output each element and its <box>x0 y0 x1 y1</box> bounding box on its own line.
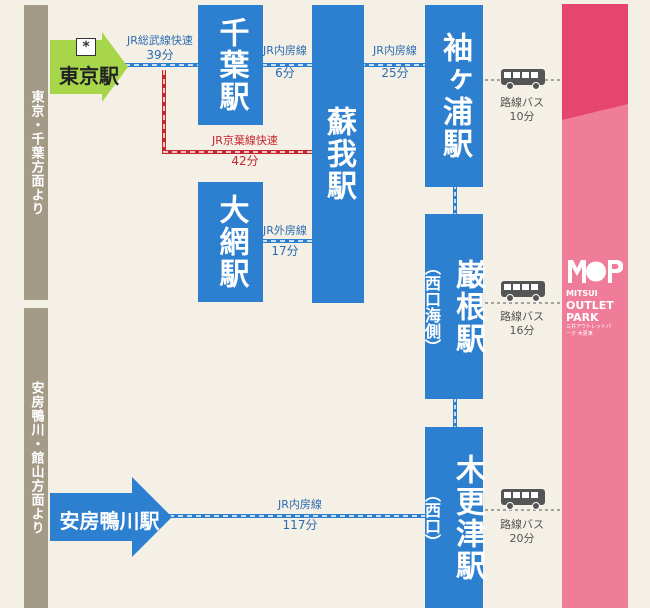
outlet-sub: 三井アウトレットパーク 木更津 <box>566 324 612 337</box>
region-tokyo-chiba: 東京・千葉方面より <box>24 5 48 300</box>
station-oami: 大網駅 <box>198 182 263 302</box>
route-label-sotobo: JR外房線 17分 <box>250 224 320 258</box>
station-ganne-note: （西口海側） <box>422 258 441 355</box>
route-label-sobu: JR総武線快速 39分 <box>110 34 210 62</box>
route-uchibo-3-time: 117分 <box>282 518 318 532</box>
station-chiba-label: 千葉駅 <box>213 17 249 113</box>
route-uchibo-1-time: 6分 <box>275 66 295 80</box>
tokyo-station-mark: * <box>76 38 96 56</box>
route-sotobo-line: JR外房線 <box>263 224 307 237</box>
station-soga: 蘇我駅 <box>312 5 364 303</box>
station-soga-label: 蘇我駅 <box>321 106 356 202</box>
awa-origin-arrow <box>50 477 172 557</box>
route-uchibo-3-line: JR内房線 <box>278 498 322 511</box>
bus-1-time: 10分 <box>509 110 535 123</box>
bus-1-line: 路線バス <box>500 96 544 109</box>
outlet-brand-2: OUTLET <box>566 299 614 312</box>
tokyo-origin-arrow <box>50 32 128 102</box>
station-kisarazu: （西口） 木更津駅 <box>422 427 485 608</box>
outlet-park-panel <box>562 4 628 608</box>
route-sotobo-time: 17分 <box>271 244 299 258</box>
mop-logo-icon <box>568 260 623 283</box>
bus-3-time: 20分 <box>509 532 535 545</box>
route-label-uchibo-2: JR内房線 25分 <box>360 44 430 80</box>
route-keiyo-line: JR京葉線快速 <box>212 134 278 147</box>
awa-kamogawa-station-name: 安房鴨川駅 <box>59 509 160 533</box>
route-label-keiyo: JR京葉線快速 42分 <box>195 134 295 168</box>
bus-label-3: 路線バス 20分 <box>492 518 552 546</box>
route-sobu-line: JR総武線快速 <box>127 34 193 47</box>
outlet-brand-1: MITSUI <box>566 289 598 298</box>
route-uchibo-2-time: 25分 <box>381 66 409 80</box>
bus-2-time: 16分 <box>509 324 535 337</box>
region-awa-kamogawa-tateyama: 安房鴨川・館山方面より <box>24 308 48 608</box>
station-sodegaura: 袖ヶ浦駅 <box>425 5 483 187</box>
bus-icon <box>501 489 545 510</box>
route-uchibo-1-line: JR内房線 <box>263 44 307 57</box>
bus-label-2: 路線バス 16分 <box>492 310 552 338</box>
route-uchibo-2-line: JR内房線 <box>373 44 417 57</box>
station-kisarazu-label: 木更津駅 <box>450 453 485 582</box>
station-ganne: （西口海側） 巌根駅 <box>422 214 485 399</box>
bus-icon <box>501 281 545 302</box>
station-kisarazu-note: （西口） <box>422 485 441 550</box>
route-sobu-time: 39分 <box>146 48 174 62</box>
bus-3-line: 路線バス <box>500 518 544 531</box>
bus-label-1: 路線バス 10分 <box>492 96 552 124</box>
station-chiba: 千葉駅 <box>198 5 263 125</box>
route-keiyo-time: 42分 <box>231 154 259 168</box>
station-ganne-label: 巌根駅 <box>450 258 485 355</box>
outlet-brand-3: PARK <box>566 311 599 324</box>
route-label-uchibo-3: JR内房線 117分 <box>260 498 340 532</box>
tokyo-station-name: 東京駅 <box>59 64 119 88</box>
route-label-uchibo-1: JR内房線 6分 <box>250 44 320 80</box>
station-sodegaura-label: 袖ヶ浦駅 <box>437 32 472 160</box>
bus-icon <box>501 69 545 90</box>
outlet-brand: MITSUI OUTLET PARK 三井アウトレットパーク 木更津 <box>566 288 626 338</box>
station-oami-label: 大網駅 <box>213 194 249 290</box>
bus-2-line: 路線バス <box>500 310 544 323</box>
